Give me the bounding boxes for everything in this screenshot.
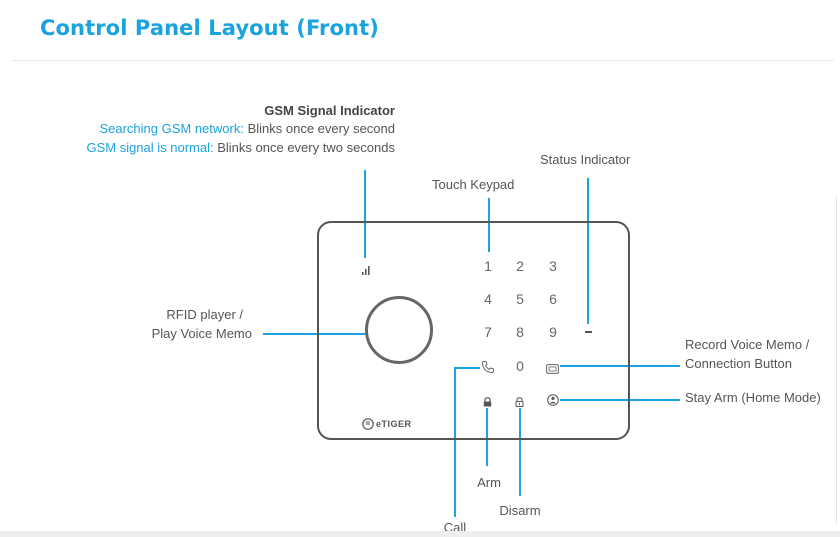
control-panel-device: [317, 221, 630, 440]
gsm-normal-key: GSM signal is normal:: [86, 140, 214, 155]
key-8[interactable]: 8: [516, 324, 524, 340]
key-6[interactable]: 6: [549, 291, 557, 307]
key-5[interactable]: 5: [516, 291, 524, 307]
status-leader-line: [587, 178, 589, 324]
lock-open-icon[interactable]: [515, 394, 524, 407]
phone-icon[interactable]: [481, 360, 495, 374]
stay-arm-leader-line: [560, 399, 680, 401]
status-indicator-light: [585, 331, 592, 333]
key-2[interactable]: 2: [516, 258, 524, 274]
brand-logo-text: eTIGER: [376, 419, 412, 429]
record-memo-label-line2: Connection Button: [685, 356, 792, 371]
gsm-searching-value: Blinks once every second: [243, 121, 395, 136]
gsm-leader-line: [364, 170, 366, 258]
etiger-emblem-icon: [362, 418, 374, 430]
page-title: Control Panel Layout (Front): [40, 16, 379, 40]
key-0[interactable]: 0: [516, 358, 524, 374]
key-7[interactable]: 7: [484, 324, 492, 340]
call-leader-horizontal: [454, 367, 480, 369]
gsm-heading: GSM Signal Indicator: [264, 103, 395, 118]
gsm-searching-line: Searching GSM network: Blinks once every…: [99, 120, 395, 138]
rfid-leader-line: [263, 333, 366, 335]
call-leader-vertical: [454, 367, 456, 517]
right-edge-divider: [836, 195, 837, 525]
rfid-reader-ring[interactable]: [365, 296, 433, 364]
title-divider: [12, 60, 834, 61]
arm-label: Arm: [477, 475, 501, 490]
stay-arm-label: Stay Arm (Home Mode): [685, 390, 821, 405]
rfid-label-line1: RFID player /: [166, 307, 243, 322]
gsm-searching-key: Searching GSM network:: [99, 121, 244, 136]
key-4[interactable]: 4: [484, 291, 492, 307]
status-indicator-label: Status Indicator: [540, 152, 631, 167]
voice-memo-icon[interactable]: [546, 361, 559, 374]
key-1[interactable]: 1: [484, 258, 492, 274]
bottom-band: [0, 531, 840, 537]
signal-bars-icon: [362, 262, 370, 275]
disarm-leader-line: [519, 408, 521, 496]
home-mode-icon[interactable]: [547, 393, 559, 406]
gsm-normal-line: GSM signal is normal: Blinks once every …: [86, 139, 395, 157]
lock-closed-icon[interactable]: [483, 394, 492, 407]
key-3[interactable]: 3: [549, 258, 557, 274]
key-9[interactable]: 9: [549, 324, 557, 340]
etiger-logo: eTIGER: [362, 417, 412, 431]
keypad-leader-line: [488, 198, 490, 252]
touch-keypad-label: Touch Keypad: [432, 177, 515, 192]
record-memo-label-line1: Record Voice Memo /: [685, 337, 810, 352]
disarm-label: Disarm: [499, 503, 541, 518]
gsm-normal-value: Blinks once every two seconds: [213, 140, 395, 155]
record-leader-line: [560, 365, 680, 367]
arm-leader-line: [486, 408, 488, 466]
rfid-label-line2: Play Voice Memo: [151, 326, 252, 341]
